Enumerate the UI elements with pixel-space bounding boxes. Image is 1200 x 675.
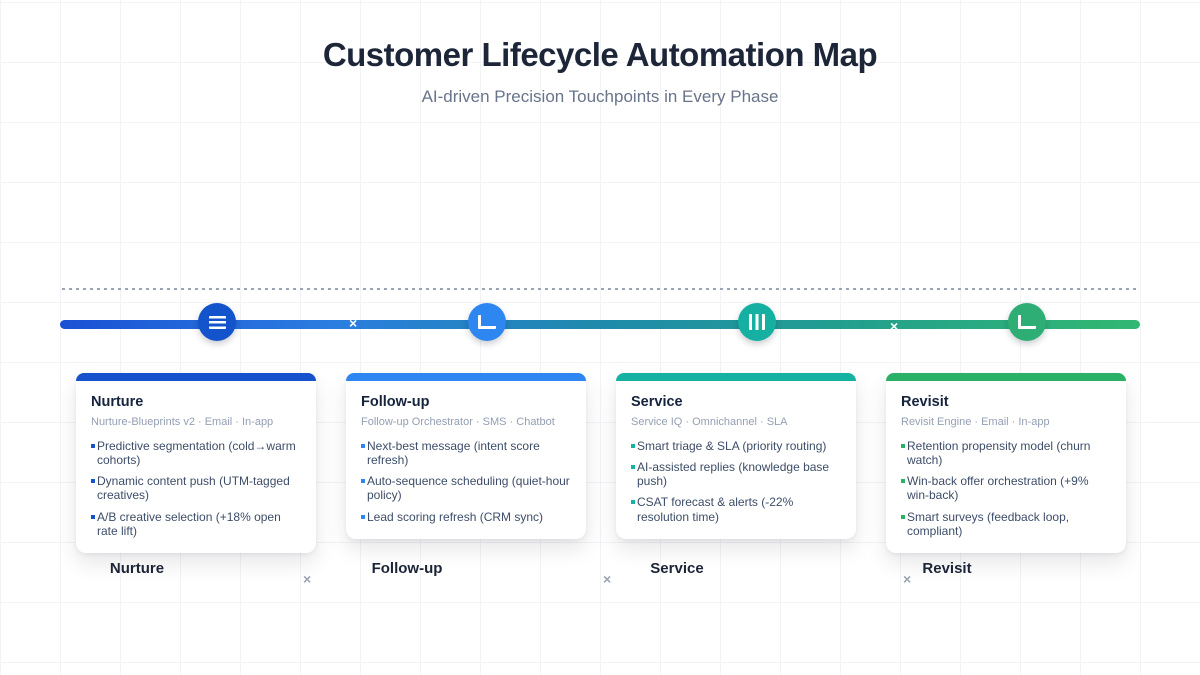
timeline-node-revisit <box>1008 303 1046 341</box>
bullet-item: CSAT forecast & alerts (-22% resolution … <box>631 495 841 524</box>
bullet-marker <box>91 514 95 519</box>
phase-label-revisit: Revisit <box>922 560 972 577</box>
bullet-text: Smart surveys (feedback loop, compliant) <box>907 509 1070 538</box>
bullet-item: A/B creative selection (+18% open rate l… <box>91 510 301 538</box>
phase-label-followup: Follow-up <box>371 560 443 577</box>
scatter-cross-marker: × <box>903 571 912 587</box>
card-subtitle: Service IQ · Omnichannel · SLA <box>631 416 788 428</box>
bullet-item: Dynamic content push (UTM-tagged creativ… <box>91 474 301 502</box>
bullet-text: Win-back offer orchestration (+9% win-ba… <box>907 474 1089 503</box>
card-title: Follow-up <box>361 394 430 410</box>
bullet-text: Next-best message (intent score refresh) <box>367 439 540 468</box>
bullet-text: CSAT forecast & alerts (-22% resolution … <box>637 495 794 524</box>
card-accent-bar <box>346 373 586 381</box>
timeline-cross-marker: × <box>890 318 899 334</box>
bullet-marker <box>901 444 905 448</box>
bullet-item: AI-assisted replies (knowledge base push… <box>631 460 841 488</box>
bullet-text: Dynamic content push (UTM-tagged creativ… <box>97 474 290 503</box>
card-accent-bar <box>616 373 856 381</box>
page-title: Customer Lifecycle Automation Map <box>322 36 878 73</box>
phase-card-nurture: Nurture Nurture-Blueprints v2 · Email · … <box>76 373 316 553</box>
card-title: Revisit <box>901 394 949 410</box>
bullet-marker <box>361 479 365 484</box>
bullet-marker <box>361 444 365 448</box>
bullet-list: Predictive segmentation (cold→warm cohor… <box>91 439 301 538</box>
clock-hands-icon <box>1018 315 1036 329</box>
columns-icon <box>749 314 765 330</box>
bullet-item: Retention propensity model (churn watch) <box>901 439 1111 467</box>
card-accent-bar <box>886 373 1126 381</box>
bullet-marker <box>91 479 95 484</box>
bullet-marker <box>631 444 635 448</box>
bullet-marker <box>901 514 905 519</box>
bullet-item: Predictive segmentation (cold→warm cohor… <box>91 439 301 467</box>
bullet-text: Auto-sequence scheduling (quiet-hour pol… <box>367 474 570 503</box>
bullet-item: Win-back offer orchestration (+9% win-ba… <box>901 474 1111 502</box>
bullet-item: Next-best message (intent score refresh) <box>361 439 571 467</box>
bullet-text: Predictive segmentation (cold→warm cohor… <box>97 439 296 468</box>
scatter-cross-marker: × <box>603 571 612 587</box>
dotted-baseline <box>62 288 1138 290</box>
card-subtitle: Nurture-Blueprints v2 · Email · In-app <box>91 416 274 428</box>
phase-card-service: Service Service IQ · Omnichannel · SLA S… <box>616 373 856 539</box>
phase-card-revisit: Revisit Revisit Engine · Email · In-app … <box>886 373 1126 553</box>
menu-lines-icon <box>208 315 226 329</box>
phase-label-service: Service <box>650 560 704 577</box>
page-subtitle: AI-driven Precision Touchpoints in Every… <box>421 87 779 106</box>
card-title: Service <box>631 394 683 410</box>
card-title: Nurture <box>91 394 144 410</box>
bullet-text: Lead scoring refresh (CRM sync) <box>367 509 544 524</box>
bullet-text: Retention propensity model (churn watch) <box>907 439 1091 468</box>
phase-label-nurture: Nurture <box>109 560 165 577</box>
bullet-item: Lead scoring refresh (CRM sync) <box>361 510 571 524</box>
bullet-item: Smart surveys (feedback loop, compliant) <box>901 510 1111 538</box>
bullet-list: Smart triage & SLA (priority routing) AI… <box>631 439 841 524</box>
bullet-marker <box>361 514 365 519</box>
card-accent-bar <box>76 373 316 381</box>
bullet-text: A/B creative selection (+18% open rate l… <box>97 509 281 538</box>
timeline-bar <box>60 320 1140 329</box>
bullet-marker <box>91 444 95 448</box>
phase-card-followup: Follow-up Follow-up Orchestrator · SMS ·… <box>346 373 586 539</box>
bullet-item: Auto-sequence scheduling (quiet-hour pol… <box>361 474 571 502</box>
bullet-list: Retention propensity model (churn watch)… <box>901 439 1111 538</box>
bullet-list: Next-best message (intent score refresh)… <box>361 439 571 524</box>
bullet-item: Smart triage & SLA (priority routing) <box>631 439 841 453</box>
bullet-marker <box>901 479 905 484</box>
timeline-node-nurture <box>198 303 236 341</box>
bullet-text: Smart triage & SLA (priority routing) <box>637 439 827 453</box>
scatter-cross-marker: × <box>303 571 312 587</box>
card-subtitle: Revisit Engine · Email · In-app <box>901 416 1050 428</box>
bullet-text: AI-assisted replies (knowledge base push… <box>637 460 830 489</box>
timeline-node-followup <box>468 303 506 341</box>
card-subtitle: Follow-up Orchestrator · SMS · Chatbot <box>361 416 555 428</box>
timeline-node-service <box>738 303 776 341</box>
clock-hands-icon <box>478 315 496 329</box>
bullet-marker <box>631 500 635 505</box>
timeline-cross-marker: × <box>349 315 358 331</box>
bullet-marker <box>631 465 635 470</box>
